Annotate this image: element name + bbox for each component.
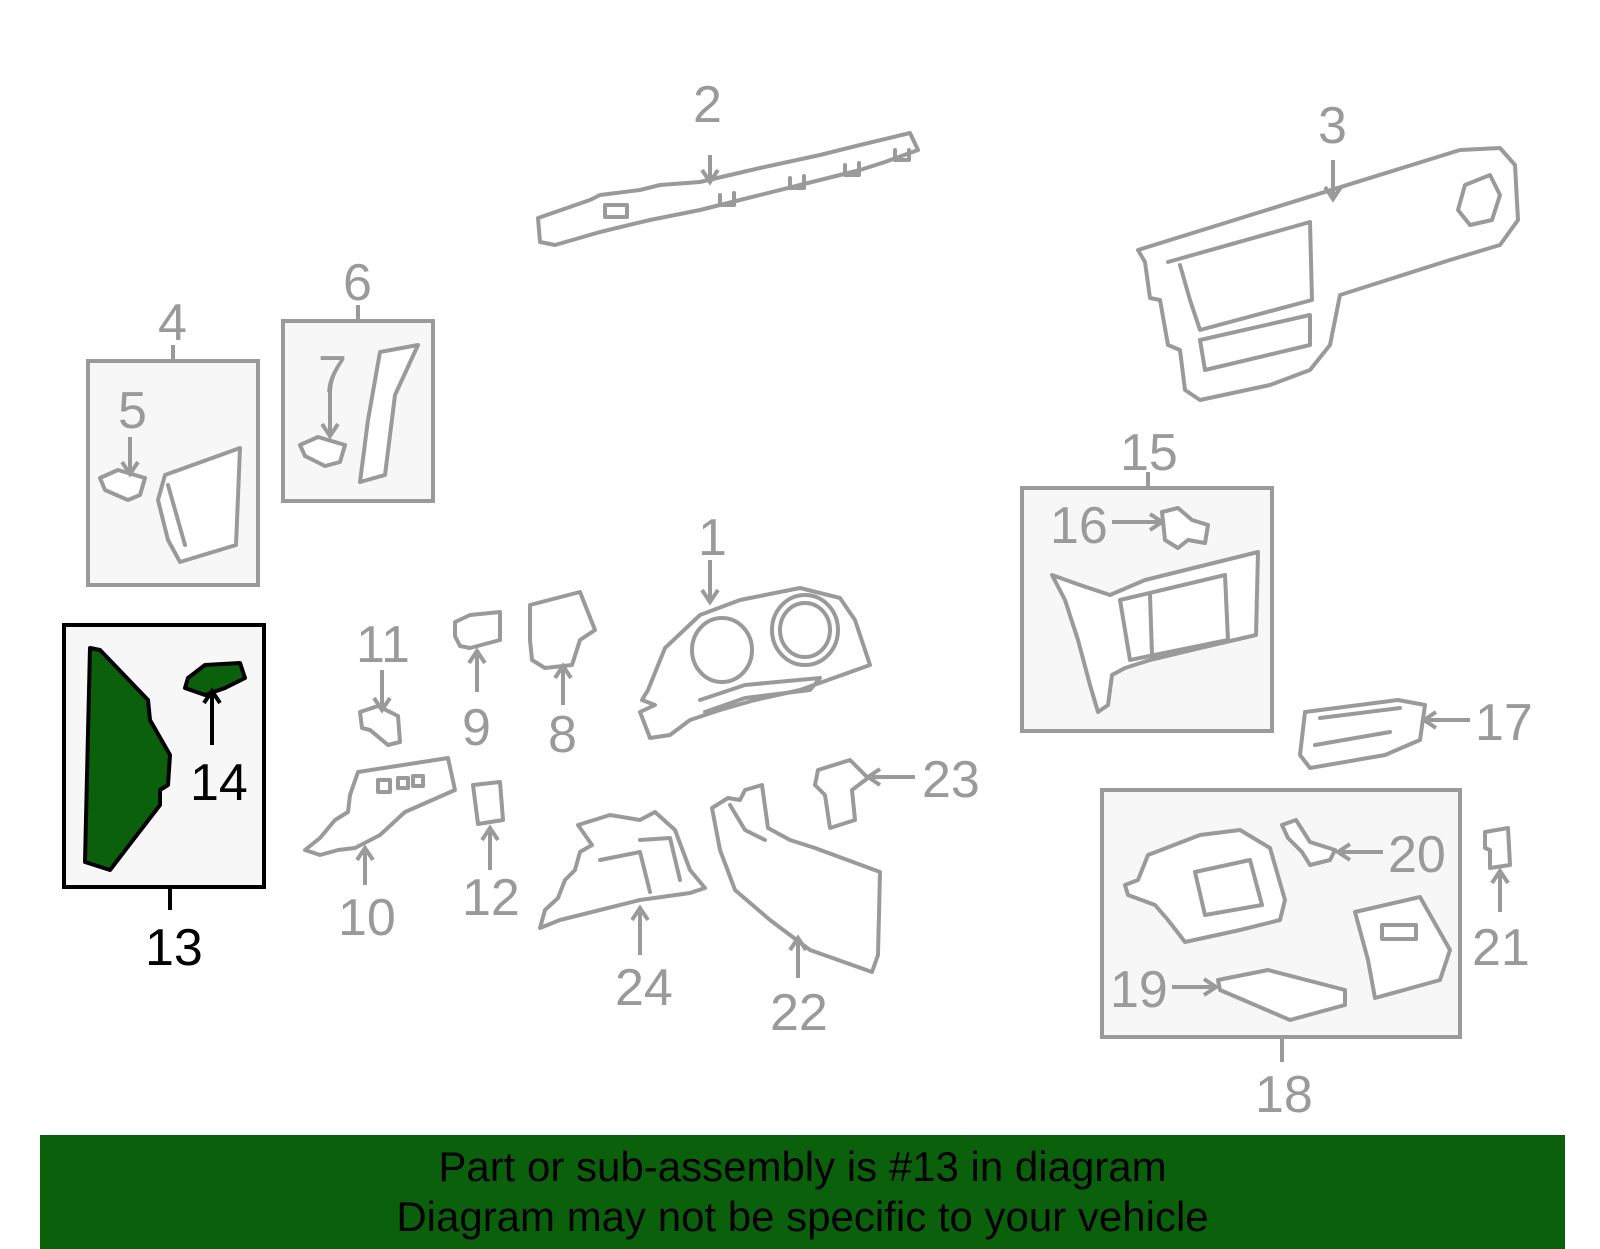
callout-10: 10 (338, 889, 396, 947)
callout-14: 14 (190, 754, 248, 812)
callout-24: 24 (615, 959, 673, 1017)
part-2[interactable] (536, 131, 920, 247)
part-19[interactable] (1216, 968, 1347, 1022)
part-6[interactable] (358, 343, 420, 484)
callout-21: 21 (1472, 919, 1530, 977)
part-5[interactable] (98, 468, 147, 502)
part-24[interactable] (538, 810, 707, 930)
callout-4: 4 (158, 294, 187, 352)
callout-15: 15 (1120, 424, 1178, 482)
part-1[interactable] (638, 586, 872, 740)
part-3[interactable] (1136, 146, 1520, 402)
callout-22: 22 (770, 984, 828, 1042)
callout-2: 2 (693, 76, 722, 134)
info-banner: Part or sub-assembly is #13 in diagram D… (40, 1135, 1565, 1249)
callout-20: 20 (1388, 826, 1446, 884)
part-11[interactable] (358, 704, 402, 747)
callout-1: 1 (698, 509, 727, 567)
part-21[interactable] (1483, 826, 1512, 870)
callout-8: 8 (548, 706, 577, 764)
part-20[interactable] (1280, 818, 1337, 867)
callout-16: 16 (1050, 497, 1108, 555)
callout-17: 17 (1475, 694, 1533, 752)
part-13-highlighted[interactable] (83, 646, 172, 872)
callout-6: 6 (343, 254, 372, 312)
part-8[interactable] (528, 590, 597, 670)
callout-11: 11 (356, 616, 410, 674)
part-15[interactable] (1050, 550, 1260, 714)
banner-line-1: Part or sub-assembly is #13 in diagram (438, 1143, 1167, 1190)
part-18[interactable] (1123, 828, 1287, 944)
callout-9: 9 (462, 699, 491, 757)
callout-12: 12 (462, 869, 520, 927)
part-14[interactable] (183, 661, 247, 697)
callout-7: 7 (318, 346, 347, 404)
callout-18: 18 (1255, 1066, 1313, 1124)
part-7[interactable] (298, 435, 347, 468)
part-23[interactable] (813, 758, 870, 830)
part-10[interactable] (303, 756, 457, 857)
part-4[interactable] (156, 446, 242, 564)
banner-line-2: Diagram may not be specific to your vehi… (396, 1193, 1209, 1240)
part-17[interactable] (1298, 698, 1427, 770)
part-22[interactable] (710, 783, 882, 974)
part-18-door[interactable] (1353, 895, 1452, 1000)
callout-5: 5 (118, 382, 147, 440)
part-12[interactable] (471, 780, 505, 826)
part-16[interactable] (1160, 506, 1210, 550)
callout-23: 23 (922, 751, 980, 809)
part-9[interactable] (453, 610, 502, 650)
callout-19: 19 (1110, 961, 1168, 1019)
callout-13: 13 (145, 919, 203, 977)
callout-3: 3 (1318, 97, 1347, 155)
